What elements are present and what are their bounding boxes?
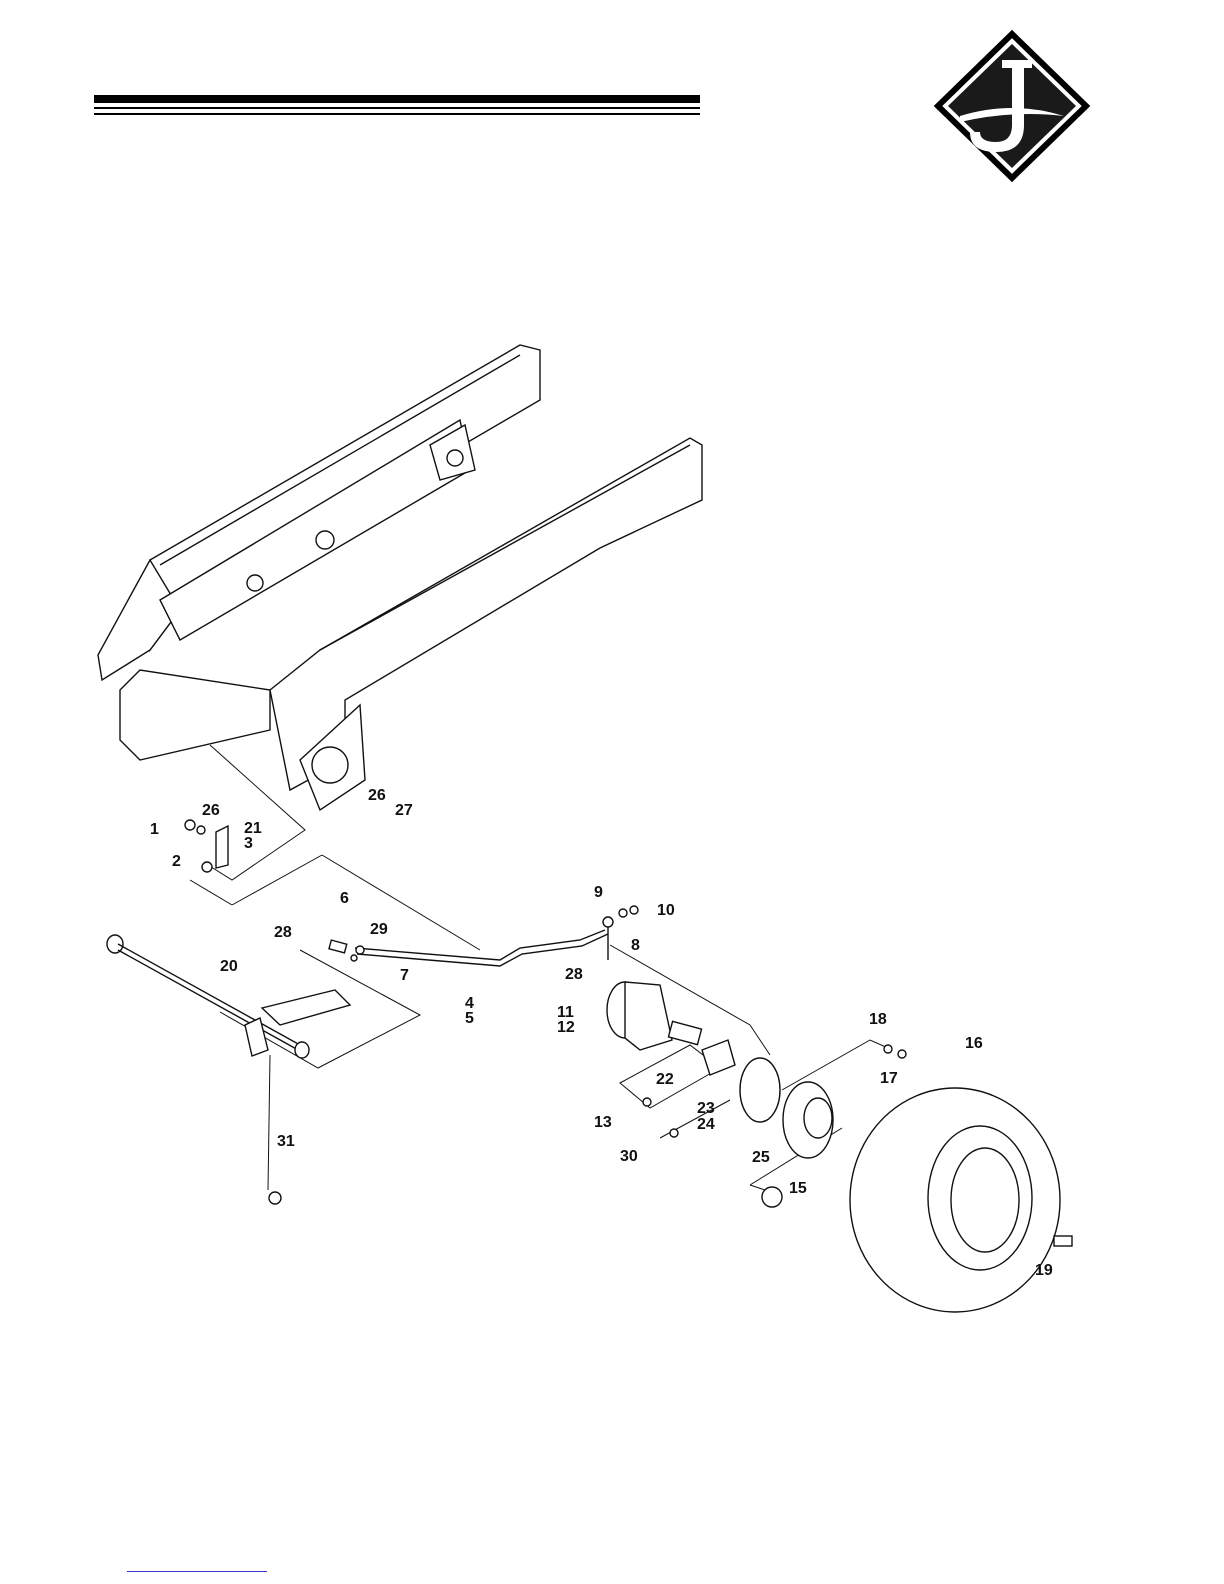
callout-23: 23	[697, 1100, 715, 1117]
callout-24: 24	[697, 1116, 715, 1133]
callout-3: 3	[244, 835, 253, 852]
callout-18: 18	[869, 1011, 887, 1028]
wheel-motor-assembly	[607, 982, 1072, 1312]
callout-28b: 28	[565, 966, 583, 983]
callout-10: 10	[657, 902, 675, 919]
callout-9: 9	[594, 884, 603, 901]
bracket-assembly	[185, 820, 228, 872]
callout-2: 2	[172, 853, 181, 870]
callout-29: 29	[370, 921, 388, 938]
callout-1: 1	[150, 821, 159, 838]
callout-26a: 26	[202, 802, 220, 819]
callout-31: 31	[277, 1133, 295, 1150]
torsion-bar	[107, 935, 350, 1204]
callout-17: 17	[880, 1070, 898, 1087]
callout-27: 27	[395, 802, 413, 819]
callout-6: 6	[340, 890, 349, 907]
callout-30: 30	[620, 1148, 638, 1165]
callout-15: 15	[789, 1180, 807, 1197]
callout-28a: 28	[274, 924, 292, 941]
callout-26b: 26	[368, 787, 386, 804]
callout-22: 22	[656, 1071, 674, 1088]
callout-19: 19	[1035, 1262, 1053, 1279]
footer-link[interactable]	[127, 1553, 267, 1572]
callout-8: 8	[631, 937, 640, 954]
main-frame	[98, 345, 702, 810]
callout-20: 20	[220, 958, 238, 975]
callout-5: 5	[465, 1010, 474, 1027]
callout-13: 13	[594, 1114, 612, 1131]
callout-16: 16	[965, 1035, 983, 1052]
callout-7: 7	[400, 967, 409, 984]
callout-25: 25	[752, 1149, 770, 1166]
callout-12: 12	[557, 1019, 575, 1036]
